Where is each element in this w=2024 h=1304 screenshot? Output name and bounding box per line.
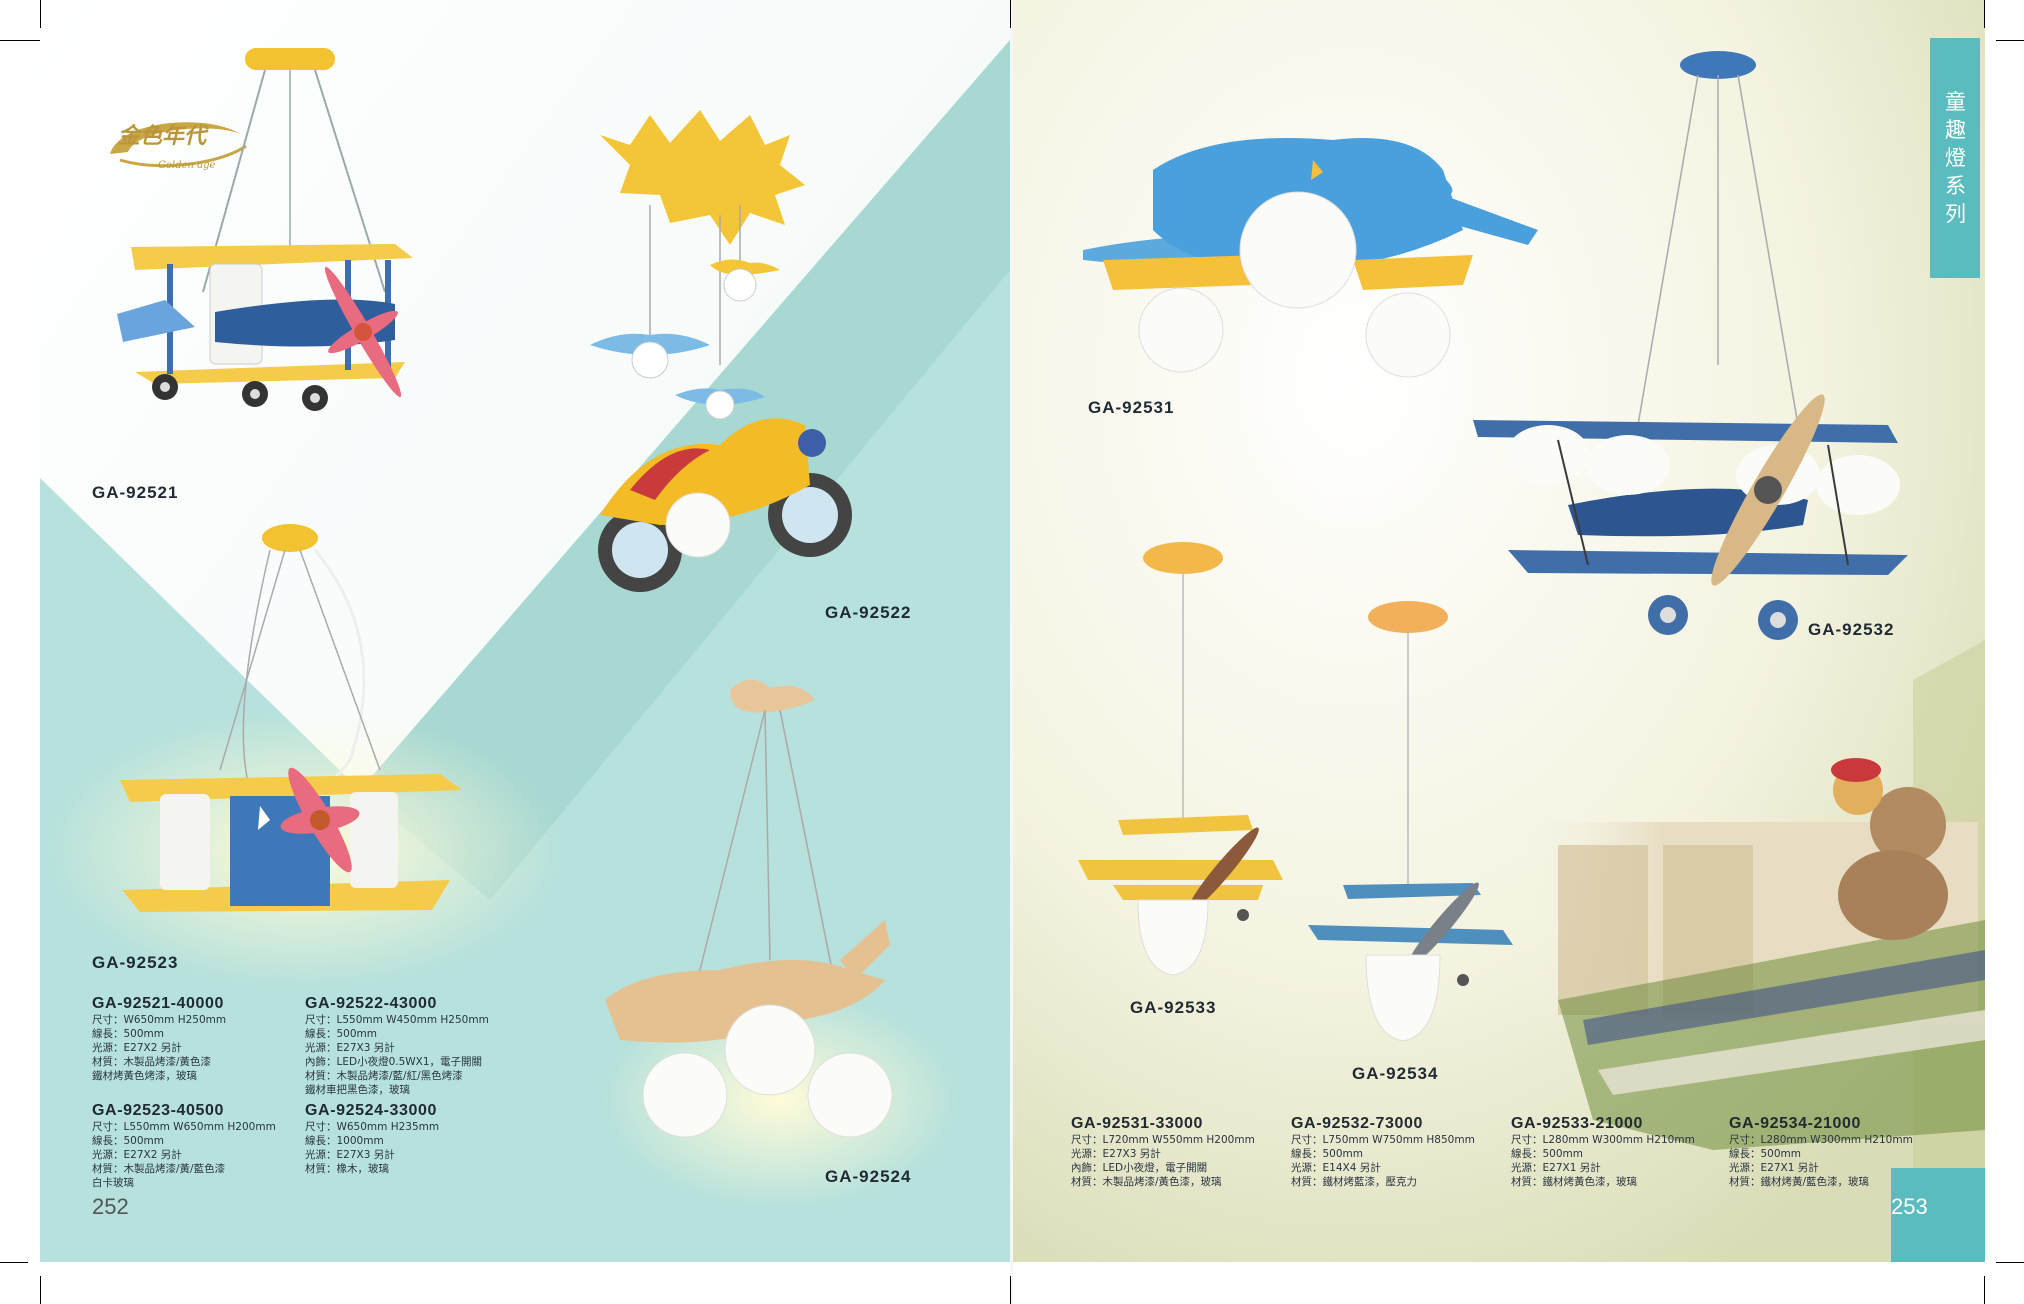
golden-age-logo-icon bbox=[110, 122, 247, 168]
spec-line: 白卡玻璃 bbox=[92, 1177, 134, 1189]
label-ga-92534: GA-92534 bbox=[1352, 1064, 1439, 1083]
product-image-ga-92523 bbox=[120, 524, 462, 912]
spec-code: GA-92532-73000 bbox=[1291, 1115, 1424, 1132]
series-title: 童趣燈系列 bbox=[1945, 90, 1966, 226]
crop-mark bbox=[1010, 1276, 1011, 1304]
spec-code: GA-92534-21000 bbox=[1729, 1115, 1862, 1132]
spec-code: GA-92523-40500 bbox=[92, 1102, 225, 1119]
spec-block-ga-92534: GA-92534-21000 尺寸：L280mm W300mm H210mm 線… bbox=[1729, 1114, 1939, 1189]
spec-line: 材質：鐵材烤黃色漆，玻璃 bbox=[1511, 1176, 1637, 1188]
spec-line: 光源：E27X3 另計 bbox=[305, 1042, 395, 1054]
spec-line: 光源：E27X2 另計 bbox=[92, 1042, 182, 1054]
label-ga-92524: GA-92524 bbox=[825, 1167, 912, 1186]
spec-line: 線長：500mm bbox=[1511, 1148, 1583, 1160]
label-ga-92523: GA-92523 bbox=[92, 953, 179, 972]
spec-line: 光源：E27X3 另計 bbox=[1071, 1148, 1161, 1160]
spec-code: GA-92531-33000 bbox=[1071, 1115, 1204, 1132]
spec-line: 尺寸：L550mm W650mm H200mm bbox=[92, 1121, 276, 1133]
product-image-ga-92531 bbox=[1083, 138, 1538, 378]
spec-code: GA-92533-21000 bbox=[1511, 1115, 1644, 1132]
spec-line: 材質：木製品烤漆/黃/藍色漆 bbox=[92, 1163, 226, 1175]
spec-line: 材質：鐵材烤藍漆，壓克力 bbox=[1291, 1176, 1417, 1188]
crop-mark bbox=[0, 1262, 28, 1263]
right-page: 童趣燈系列 GA-92531 GA-92532 bbox=[1013, 0, 1985, 1304]
series-tab bbox=[1930, 38, 1980, 278]
spec-line: 線長：500mm bbox=[1291, 1148, 1363, 1160]
spec-block-ga-92533: GA-92533-21000 尺寸：L280mm W300mm H210mm 線… bbox=[1511, 1114, 1721, 1189]
spec-block-ga-92532: GA-92532-73000 尺寸：L750mm W750mm H850mm 線… bbox=[1291, 1114, 1501, 1189]
product-image-ga-92522 bbox=[590, 110, 852, 592]
crop-mark bbox=[1996, 40, 2024, 41]
spec-line: 線長：500mm bbox=[92, 1028, 164, 1040]
spec-line: 尺寸：W650mm H250mm bbox=[92, 1014, 227, 1026]
spec-line: 鐵材車把黑色漆，玻璃 bbox=[305, 1084, 410, 1096]
label-ga-92533: GA-92533 bbox=[1130, 998, 1217, 1017]
label-ga-92531: GA-92531 bbox=[1088, 398, 1175, 417]
product-image-ga-92533 bbox=[1078, 542, 1283, 976]
spec-line: 材質：木製品烤漆/黃色漆 bbox=[92, 1056, 212, 1068]
spec-line: 線長：500mm bbox=[305, 1028, 377, 1040]
spec-line: 材質：鐵材烤黃/藍色漆，玻璃 bbox=[1729, 1176, 1870, 1188]
label-ga-92532: GA-92532 bbox=[1808, 620, 1895, 639]
spec-block-ga-92524: GA-92524-33000 尺寸：W650mm H235mm 線長：1000m… bbox=[305, 1101, 505, 1176]
crop-mark bbox=[40, 0, 41, 28]
spec-block-ga-92521: GA-92521-40000 尺寸：W650mm H250mm 線長：500mm… bbox=[92, 994, 292, 1083]
spec-line: 尺寸：L720mm W550mm H200mm bbox=[1071, 1134, 1255, 1146]
product-image-ga-92534 bbox=[1308, 601, 1513, 1042]
spec-line: 材質：橡木，玻璃 bbox=[305, 1163, 389, 1175]
gutter bbox=[1010, 0, 1013, 1304]
product-image-ga-92532 bbox=[1473, 51, 1908, 640]
spec-line: 材質：木製品烤漆/黃色漆，玻璃 bbox=[1071, 1176, 1222, 1188]
spec-line: 內飾：LED小夜燈0.5WX1，電子開關 bbox=[305, 1056, 483, 1068]
spec-code: GA-92521-40000 bbox=[92, 995, 225, 1012]
page-number-left: 252 bbox=[92, 1194, 129, 1219]
crop-mark bbox=[0, 40, 40, 41]
spec-line: 尺寸：W650mm H235mm bbox=[305, 1121, 440, 1133]
spec-line: 內飾：LED小夜燈，電子開關 bbox=[1071, 1162, 1208, 1174]
spec-line: 線長：500mm bbox=[92, 1135, 164, 1147]
spec-line: 尺寸：L280mm W300mm H210mm bbox=[1729, 1134, 1913, 1146]
crop-mark bbox=[1984, 0, 1985, 28]
label-ga-92522: GA-92522 bbox=[825, 603, 912, 622]
crop-mark bbox=[1010, 0, 1011, 28]
page-number-right: 253 bbox=[1891, 1194, 1928, 1219]
spec-line: 尺寸：L280mm W300mm H210mm bbox=[1511, 1134, 1695, 1146]
spec-line: 光源：E27X3 另計 bbox=[305, 1149, 395, 1161]
spec-line: 鐵材烤黃色烤漆，玻璃 bbox=[92, 1070, 197, 1082]
spec-line: 尺寸：L550mm W450mm H250mm bbox=[305, 1014, 489, 1026]
crop-mark bbox=[1996, 1262, 2024, 1263]
product-image-ga-92524 bbox=[605, 679, 893, 1138]
spec-line: 線長：500mm bbox=[1729, 1148, 1801, 1160]
spec-code: GA-92524-33000 bbox=[305, 1102, 438, 1119]
crop-mark bbox=[1984, 1276, 1985, 1304]
brand-logo-text: 金色年代 bbox=[118, 123, 207, 149]
left-page: 金色年代 Golden age GA-92521 bbox=[40, 0, 1010, 1304]
product-image-ga-92521 bbox=[117, 48, 413, 411]
crop-mark bbox=[40, 1276, 41, 1304]
spec-code: GA-92522-43000 bbox=[305, 995, 438, 1012]
spec-line: 光源：E14X4 另計 bbox=[1291, 1162, 1381, 1174]
page-number-block bbox=[1891, 1168, 1985, 1262]
brand-logo-subtext: Golden age bbox=[158, 160, 216, 171]
spec-line: 線長：1000mm bbox=[305, 1135, 384, 1147]
spec-block-ga-92531: GA-92531-33000 尺寸：L720mm W550mm H200mm 光… bbox=[1071, 1114, 1281, 1189]
spec-line: 光源：E27X2 另計 bbox=[92, 1149, 182, 1161]
spec-line: 尺寸：L750mm W750mm H850mm bbox=[1291, 1134, 1475, 1146]
spec-block-ga-92523: GA-92523-40500 尺寸：L550mm W650mm H200mm 線… bbox=[92, 1101, 292, 1190]
label-ga-92521: GA-92521 bbox=[92, 483, 179, 502]
spec-line: 材質：木製品烤漆/藍/紅/黑色烤漆 bbox=[305, 1070, 463, 1082]
spec-block-ga-92522: GA-92522-43000 尺寸：L550mm W450mm H250mm 線… bbox=[305, 994, 535, 1097]
spec-line: 光源：E27X1 另計 bbox=[1729, 1162, 1819, 1174]
spec-line: 光源：E27X1 另計 bbox=[1511, 1162, 1601, 1174]
